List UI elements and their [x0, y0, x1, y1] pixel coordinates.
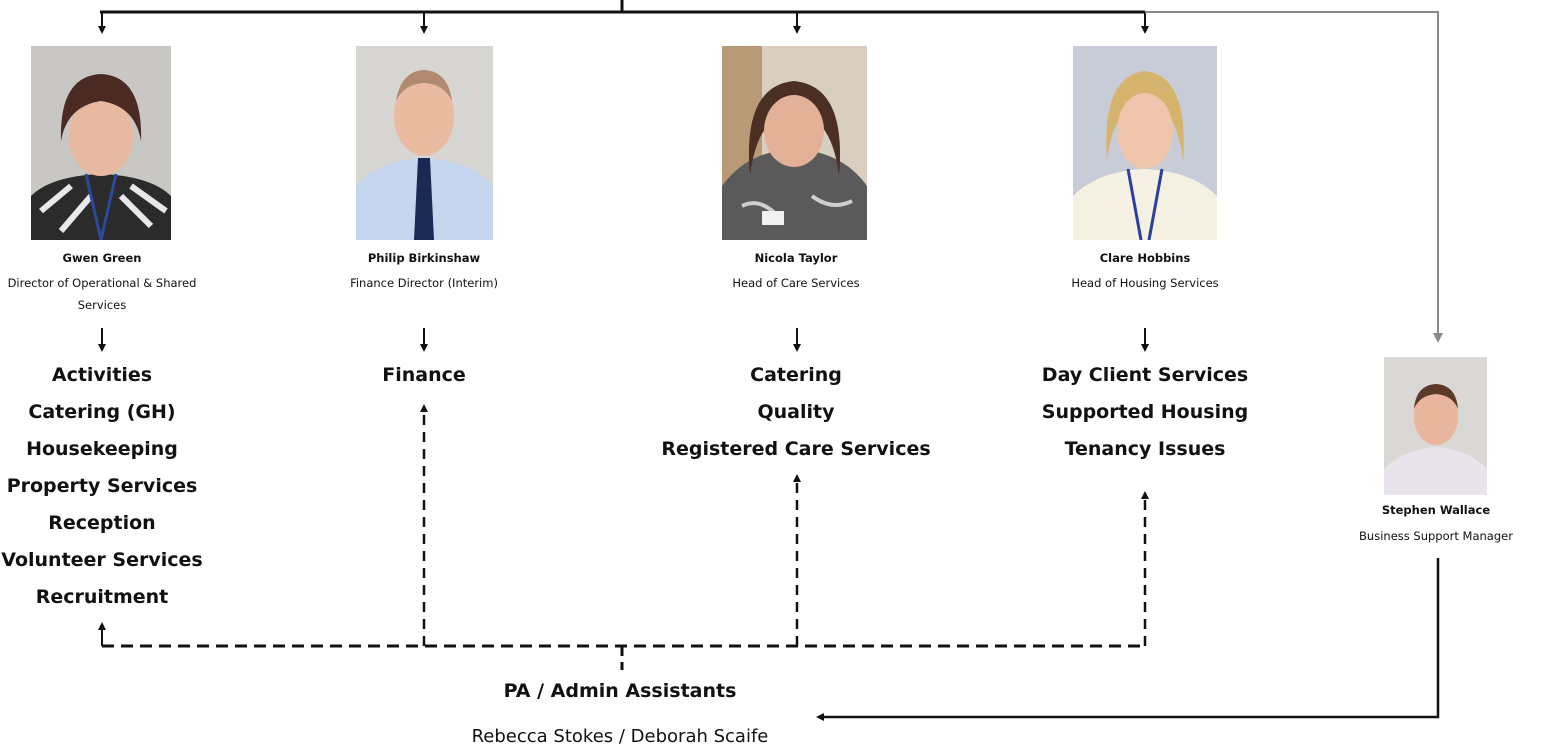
clare-hobbins-photo — [1073, 46, 1217, 240]
area-item: Day Client Services — [1041, 364, 1249, 386]
grey-line-to-stephen — [1145, 11, 1443, 343]
area-item: Housekeeping — [26, 438, 178, 460]
clare-hobbins-role: Head of Housing Services — [1071, 276, 1219, 290]
philip-birkinshaw-role: Finance Director (Interim) — [350, 276, 498, 290]
philip-birkinshaw-photo — [356, 46, 493, 240]
admin-title: PA / Admin Assistants — [503, 680, 737, 702]
philip-birkinshaw-name: Philip Birkinshaw — [367, 251, 481, 265]
nicola-taylor-name: Nicola Taylor — [754, 251, 838, 265]
admin-names: Rebecca Stokes / Deborah Scaife — [471, 726, 769, 747]
area-item: Catering — [750, 364, 842, 386]
person-avatar-icon — [722, 46, 867, 240]
area-item: Registered Care Services — [661, 438, 931, 460]
person-avatar-icon — [1384, 357, 1487, 495]
stephen-wallace-name: Stephen Wallace — [1381, 503, 1491, 517]
area-item: Catering (GH) — [28, 401, 176, 423]
person-avatar-icon — [356, 46, 493, 240]
clare-hobbins-name: Clare Hobbins — [1099, 251, 1191, 265]
area-item: Volunteer Services — [1, 549, 203, 571]
clare-hobbins-areas: Day Client Services Supported Housing Te… — [1020, 357, 1270, 468]
gwen-green-photo — [31, 46, 171, 240]
stephen-wallace-photo — [1384, 357, 1487, 495]
area-item: Property Services — [6, 475, 198, 497]
area-item: Quality — [757, 401, 835, 423]
philip-birkinshaw-areas: Finance — [322, 357, 526, 394]
nicola-taylor-areas: Catering Quality Registered Care Service… — [644, 357, 948, 468]
area-item: Tenancy Issues — [1064, 438, 1226, 460]
gwen-green-areas: Activities Catering (GH) Housekeeping Pr… — [0, 357, 204, 616]
stephen-to-admin-line — [816, 558, 1440, 721]
area-item: Reception — [48, 512, 156, 534]
person-avatar-icon — [1073, 46, 1217, 240]
person-avatar-icon — [31, 46, 171, 240]
nicola-taylor-photo — [722, 46, 867, 240]
nicola-taylor-role: Head of Care Services — [732, 276, 860, 290]
area-item: Supported Housing — [1041, 401, 1249, 423]
gwen-green-role: Director of Operational & Shared Service… — [7, 276, 197, 312]
area-item: Finance — [382, 364, 466, 386]
area-item: Recruitment — [35, 586, 169, 608]
area-item: Activities — [51, 364, 153, 386]
gwen-green-name: Gwen Green — [62, 251, 142, 265]
stephen-wallace-role: Business Support Manager — [1359, 529, 1513, 543]
